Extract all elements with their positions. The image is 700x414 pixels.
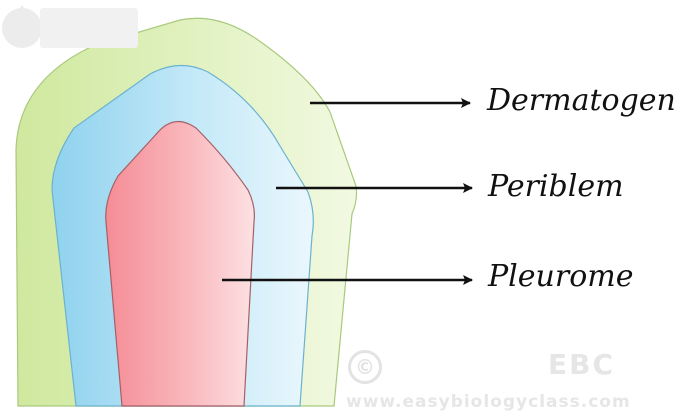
label-pleurome: Pleurome (488, 262, 633, 292)
label-periblem: Periblem (488, 172, 624, 202)
watermark-url: www.easybiologyclass.com (346, 392, 631, 412)
copyright-watermark: © (348, 350, 382, 384)
label-dermatogen: Dermatogen (487, 86, 676, 116)
ebc-logo-watermark (0, 0, 138, 52)
ebc-logo-text: EBC (548, 348, 615, 381)
